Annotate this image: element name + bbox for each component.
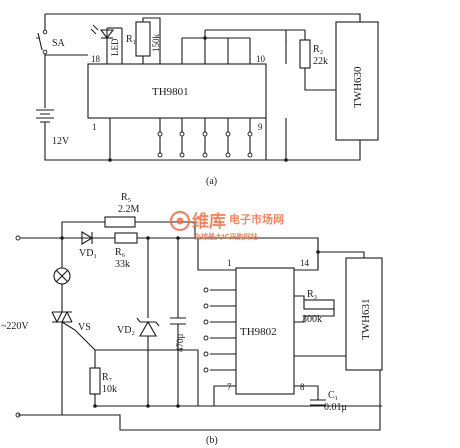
watermark-brand: 维库 <box>192 211 226 232</box>
r7-ref: R₇ <box>102 372 112 383</box>
module-twh631-label: TWH631 <box>360 298 372 340</box>
watermark-logo-icon <box>169 210 191 232</box>
ic-th9802-label: TH9802 <box>240 326 277 338</box>
r3-ref: R₃ <box>307 289 317 300</box>
module-twh630-label: TWH630 <box>352 66 364 108</box>
r5-value: 2.2M <box>118 204 140 215</box>
mains-label: ~220V <box>1 321 29 332</box>
module-twh631 <box>345 257 383 371</box>
caption-a: (a) <box>206 176 217 187</box>
r3-value: 300k <box>302 314 322 325</box>
cap-value: 470μ <box>175 334 185 353</box>
triac-label: VS <box>78 322 91 333</box>
r2-value: 22k <box>313 56 328 67</box>
ic-th9801 <box>87 63 267 119</box>
battery-voltage-label: 12V <box>52 136 70 147</box>
watermark-site: 电子市场网 <box>229 212 284 226</box>
resistor-r6 <box>114 232 138 244</box>
module-twh630 <box>335 21 379 141</box>
caption-b: (b) <box>206 435 218 446</box>
pin-9-label: 9 <box>258 122 263 132</box>
r6-value: 33k <box>115 259 130 270</box>
b-pin-1-label: 1 <box>227 258 232 268</box>
battery-12v <box>36 108 54 123</box>
ic-th9802 <box>235 267 295 395</box>
diode-vd2 <box>136 317 160 337</box>
lamp <box>53 267 71 285</box>
r6-ref: R₆ <box>115 247 126 258</box>
switch-sa <box>36 29 50 55</box>
b-pin-7-label: 7 <box>227 382 232 392</box>
switch-label: SA <box>52 38 66 49</box>
resistor-r2 <box>299 39 311 69</box>
capacitor-c1 <box>310 399 326 406</box>
pin-1-label: 1 <box>92 122 97 132</box>
vd1-ref: VD₁ <box>79 248 97 259</box>
watermark-slogan: 全球最大IC采购网站 <box>193 232 258 241</box>
vd2-ref: VD₂ <box>117 325 135 336</box>
resistor-r3 <box>303 299 335 310</box>
led-label: LED <box>110 38 120 56</box>
resistor-r5 <box>104 216 136 228</box>
resistor-r7 <box>89 367 101 395</box>
ic-th9801-label: TH9801 <box>152 86 189 98</box>
b-pin-8-label: 8 <box>300 382 305 392</box>
resistor-r1 <box>135 21 151 57</box>
c1-ref: C₁ <box>328 390 338 401</box>
diode-vd1 <box>81 231 94 245</box>
diagram-b: R₅ 2.2M VD₁ R₆ 33k VS <box>1 192 383 446</box>
led <box>90 24 115 64</box>
b-pin-14-label: 14 <box>300 258 310 268</box>
r1-value: 150k <box>151 34 161 53</box>
pin-10-label: 10 <box>256 54 266 64</box>
c1-value: 0.01μ <box>324 402 347 413</box>
watermark: 维库 电子市场网 全球最大IC采购网站 <box>169 210 284 241</box>
r1-ref: R₁ <box>126 34 136 45</box>
capacitor-470u <box>170 317 186 325</box>
r5-ref: R₅ <box>121 192 131 203</box>
diagram-a: SA 12V TH9801 18 10 1 9 LED R₁ 150k <box>36 13 379 187</box>
r7-value: 10k <box>102 384 117 395</box>
pin-18-label: 18 <box>91 54 101 64</box>
r2-ref: R₂ <box>313 44 323 55</box>
